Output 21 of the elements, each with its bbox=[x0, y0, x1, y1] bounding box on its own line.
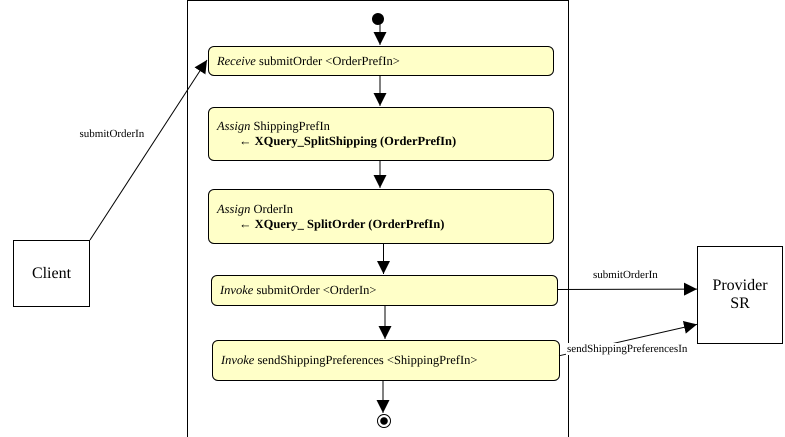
final-node bbox=[377, 414, 391, 428]
activity-box: Assign ShippingPrefIn ← XQuery_SplitShipping (OrderPrefIn) bbox=[208, 107, 554, 161]
activity-box: Receive submitOrder <OrderPrefIn> bbox=[208, 46, 554, 76]
activity-box: Assign OrderIn ← XQuery_ SplitOrder (OrderPrefIn) bbox=[208, 189, 554, 244]
container-frame bbox=[187, 0, 569, 437]
activity-box: Invoke sendShippingPreferences <ShippingPrefIn> bbox=[212, 340, 560, 381]
arrow bbox=[374, 74, 386, 106]
activity-box: Invoke submitOrder <OrderIn> bbox=[211, 275, 558, 306]
arrow bbox=[374, 160, 386, 188]
participant-box: Client bbox=[13, 240, 90, 307]
edge-label: sendShippingPreferencesIn bbox=[566, 343, 688, 356]
arrow bbox=[378, 304, 392, 340]
participant-box: Provider SR bbox=[697, 246, 783, 344]
arrow bbox=[90, 60, 208, 240]
edge-label: submitOrderIn bbox=[78, 128, 146, 140]
arrow bbox=[374, 24, 386, 46]
initial-node bbox=[372, 13, 384, 25]
arrow bbox=[377, 242, 390, 274]
edge-label: submitOrderIn bbox=[592, 269, 659, 282]
arrow bbox=[556, 282, 698, 296]
arrow bbox=[376, 380, 390, 414]
